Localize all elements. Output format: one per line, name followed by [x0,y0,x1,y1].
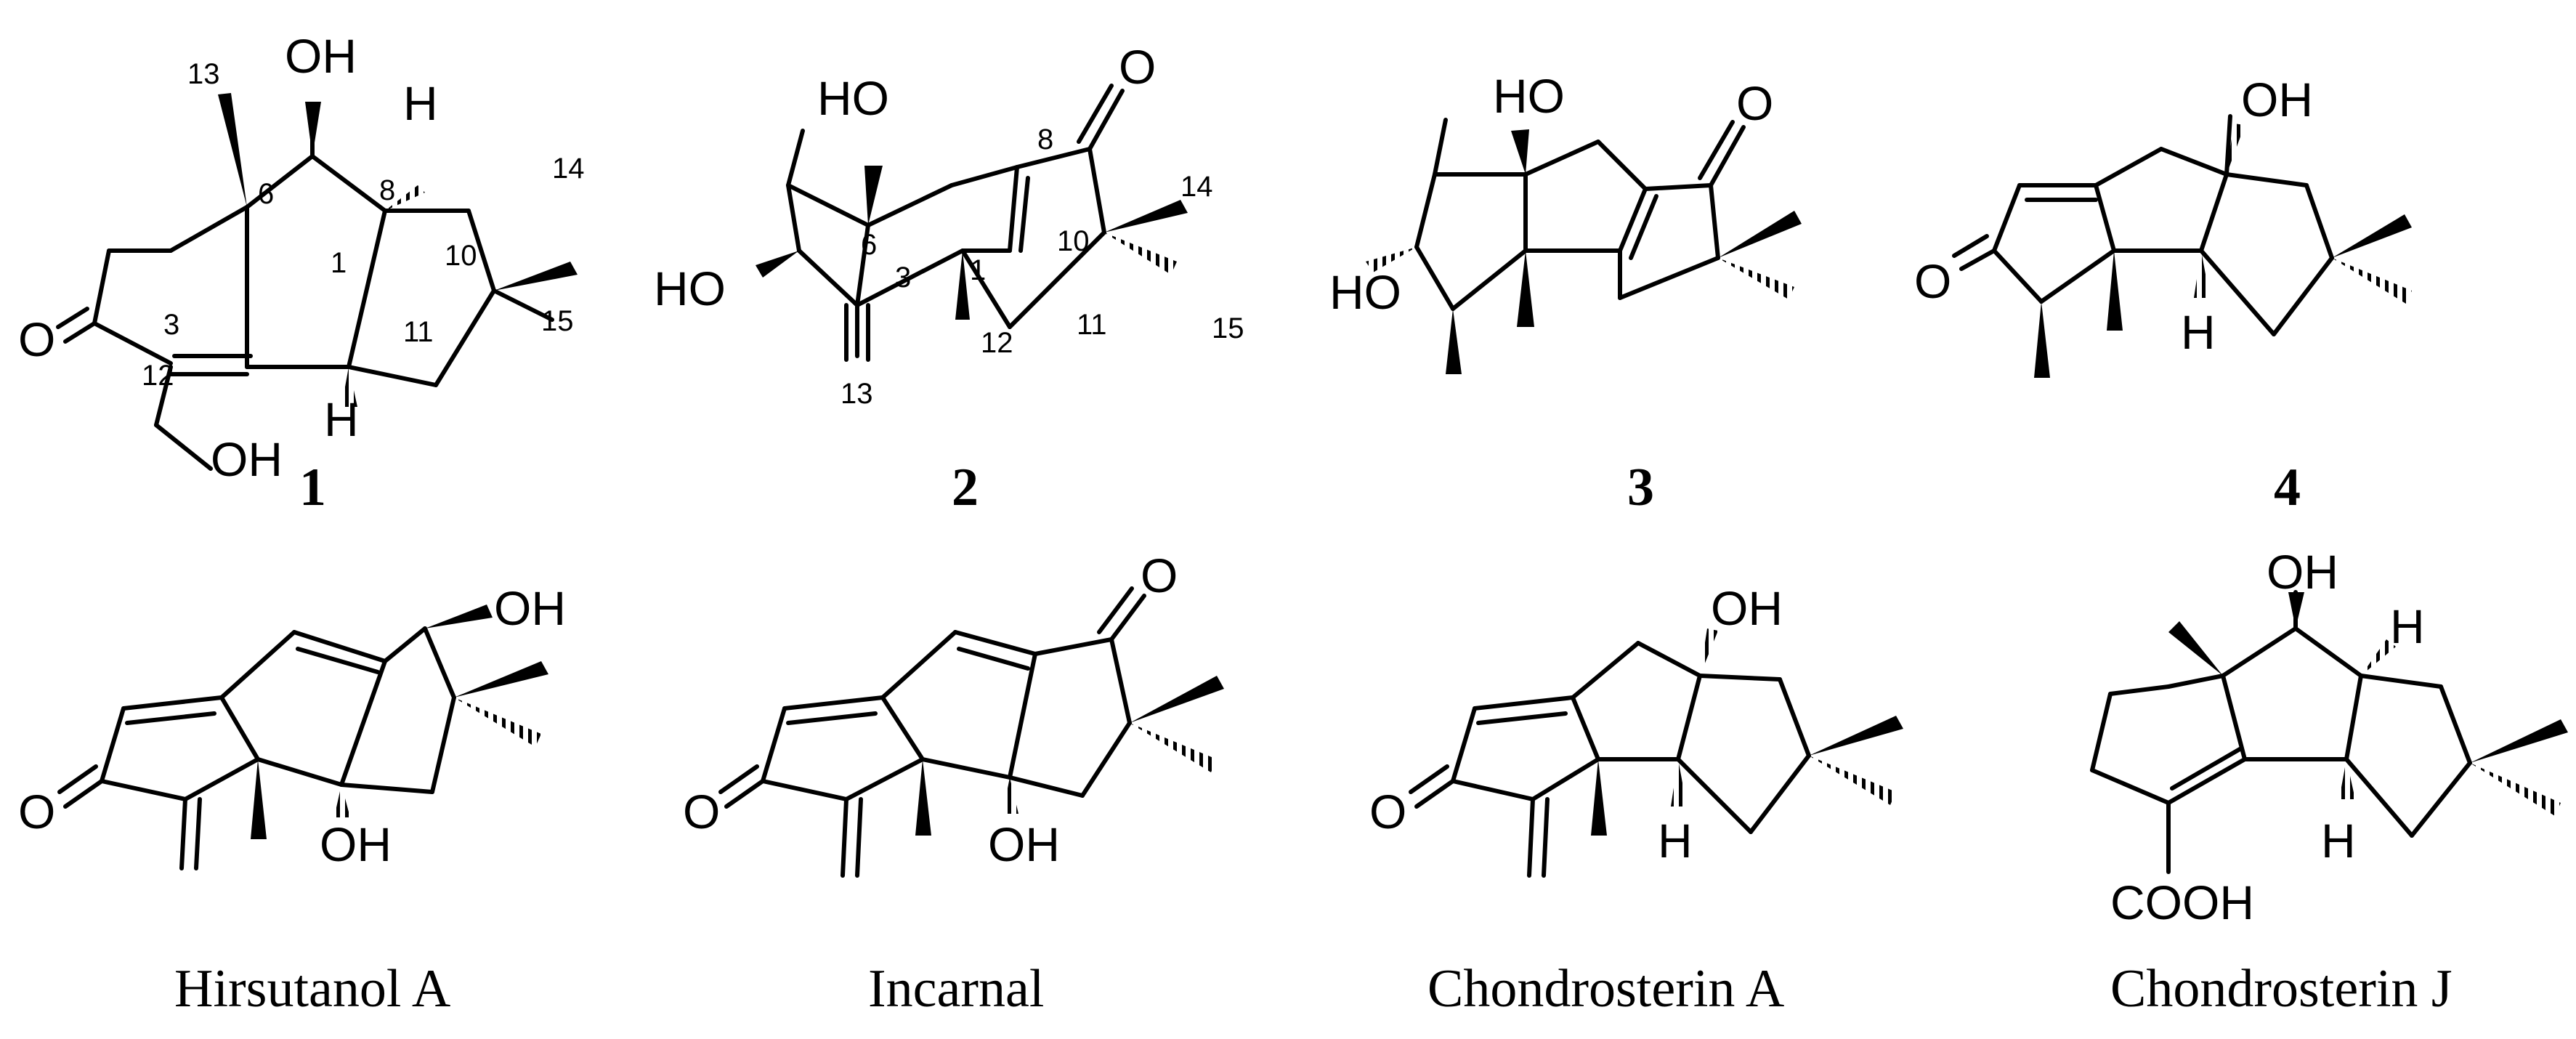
hydrogen-label: H [2321,814,2356,868]
incarnal-stereo [915,676,1224,836]
compound-2-stereo [756,166,1188,320]
compound-label: Chondrosterin J [2110,959,2453,1019]
carboxyl-label: COOH [2110,876,2254,929]
hirsutanol-a-structure: OH O OH Hirsutanol A [18,581,566,1019]
compound-4-stereo [2034,124,2412,378]
chondrosterin-j-structure: OH H H COOH Chondrosterin J [2090,545,2568,1019]
atom-number: 15 [541,305,574,337]
compound-3-atoms: HO O HO [1329,69,1773,319]
atom-number: 6 [258,178,274,210]
atom-number: 8 [1037,124,1053,155]
hydroxyl-label: OH [211,432,283,486]
compound-1-atoms: OH H O H OH [18,29,438,486]
ketone-oxygen-label: O [18,312,55,366]
ketone-oxygen-label: O [1369,785,1406,838]
chondrosterin-a-structure: OH O H Chondrosterin A [1369,581,1903,1019]
compound-1-stereo [218,93,578,407]
compound-label: Hirsutanol A [174,959,450,1019]
atom-number: 6 [861,229,877,261]
chondrosterin-j-atoms: OH H H COOH [2110,545,2425,929]
hydrogen-label: H [324,392,359,446]
compound-1-numbering: 13 6 8 14 10 1 3 11 15 12 [142,58,585,392]
compound-2-atoms: HO O HO [654,40,1156,315]
hydrogen-label: H [2181,305,2216,359]
atom-number: 3 [163,309,179,341]
compound-4-bonds [1952,114,2334,336]
compound-label: 2 [952,458,979,517]
hirsutanol-a-bonds [57,626,456,870]
atom-number: 3 [895,262,911,294]
atom-number: 8 [379,174,395,206]
hydroxyl-label: OH [285,29,357,83]
ketone-oxygen-label: O [1914,254,1951,308]
hydrogen-label: H [2390,599,2425,653]
compound-1-bonds [56,114,554,471]
chondrosterin-a-bonds [1409,641,1811,878]
atom-number: 12 [981,327,1013,359]
compound-label: Chondrosterin A [1427,959,1784,1019]
chondrosterin-j-stereo [2168,592,2568,816]
hydroxyl-label: HO [1493,69,1565,123]
compound-4-atoms: OH O H [1914,73,2313,359]
incarnal-structure: O O OH Incarnal [683,549,1224,1019]
compound-label: 1 [299,458,326,517]
atom-number: 14 [552,153,585,185]
ketone-oxygen-label: O [1736,76,1773,130]
hydroxyl-label: HO [654,262,726,315]
ketone-oxygen-label: O [18,785,55,838]
hydrogen-label: H [1658,814,1693,868]
ketone-oxygen-label: O [1119,40,1156,94]
ketone-oxygen-label: O [1141,549,1178,602]
atom-number: 13 [841,378,873,410]
compound-3-bonds [1414,118,1746,311]
atom-number: 13 [187,58,220,90]
compound-3-structure: HO O HO 3 [1329,69,1802,517]
atom-number: 1 [331,247,347,279]
chondrosterin-a-stereo [1591,628,1903,836]
compound-2-numbering: 8 6 1 10 14 3 12 11 15 13 [841,124,1244,410]
chondrosterin-a-atoms: OH O H [1369,581,1783,868]
hydroxyl-label: HO [817,71,889,125]
compound-4-structure: OH O H 4 [1914,73,2412,517]
atom-number: 15 [1212,312,1244,344]
atom-number: 12 [142,360,174,392]
hydroxyl-label: OH [988,817,1060,871]
atom-number: 1 [970,254,986,286]
hirsutanol-a-stereo [251,605,548,839]
compound-3-stereo [1366,129,1802,374]
chondrosterin-j-bonds [2090,590,2472,874]
incarnal-bonds [718,586,1146,878]
ketone-oxygen-label: O [683,785,720,838]
atom-number: 10 [445,240,477,272]
hydroxyl-label: OH [2267,545,2338,599]
atom-number: 14 [1180,171,1213,203]
hirsutanol-a-atoms: OH O OH [18,581,566,871]
compound-2-bonds [786,84,1125,362]
compound-1-structure: OH H O H OH 13 6 8 14 10 1 3 11 15 12 1 [18,29,585,517]
hydroxyl-label: OH [1711,581,1783,635]
atom-number: 11 [1077,309,1107,341]
atom-number: 10 [1057,225,1090,257]
compound-label: 4 [2274,458,2301,517]
compound-label: 3 [1627,458,1654,517]
incarnal-atoms: O O OH [683,549,1178,871]
atom-number: 11 [403,316,434,348]
hydroxyl-label: OH [494,581,566,635]
compound-2-structure: HO O HO 8 6 1 10 14 3 12 11 15 13 2 [654,40,1244,517]
hydrogen-label: H [403,76,438,130]
hydroxyl-label: OH [2241,73,2313,126]
hydroxyl-label: OH [320,817,392,871]
hydroxyl-label: HO [1329,265,1401,319]
compound-label: Incarnal [868,959,1044,1019]
